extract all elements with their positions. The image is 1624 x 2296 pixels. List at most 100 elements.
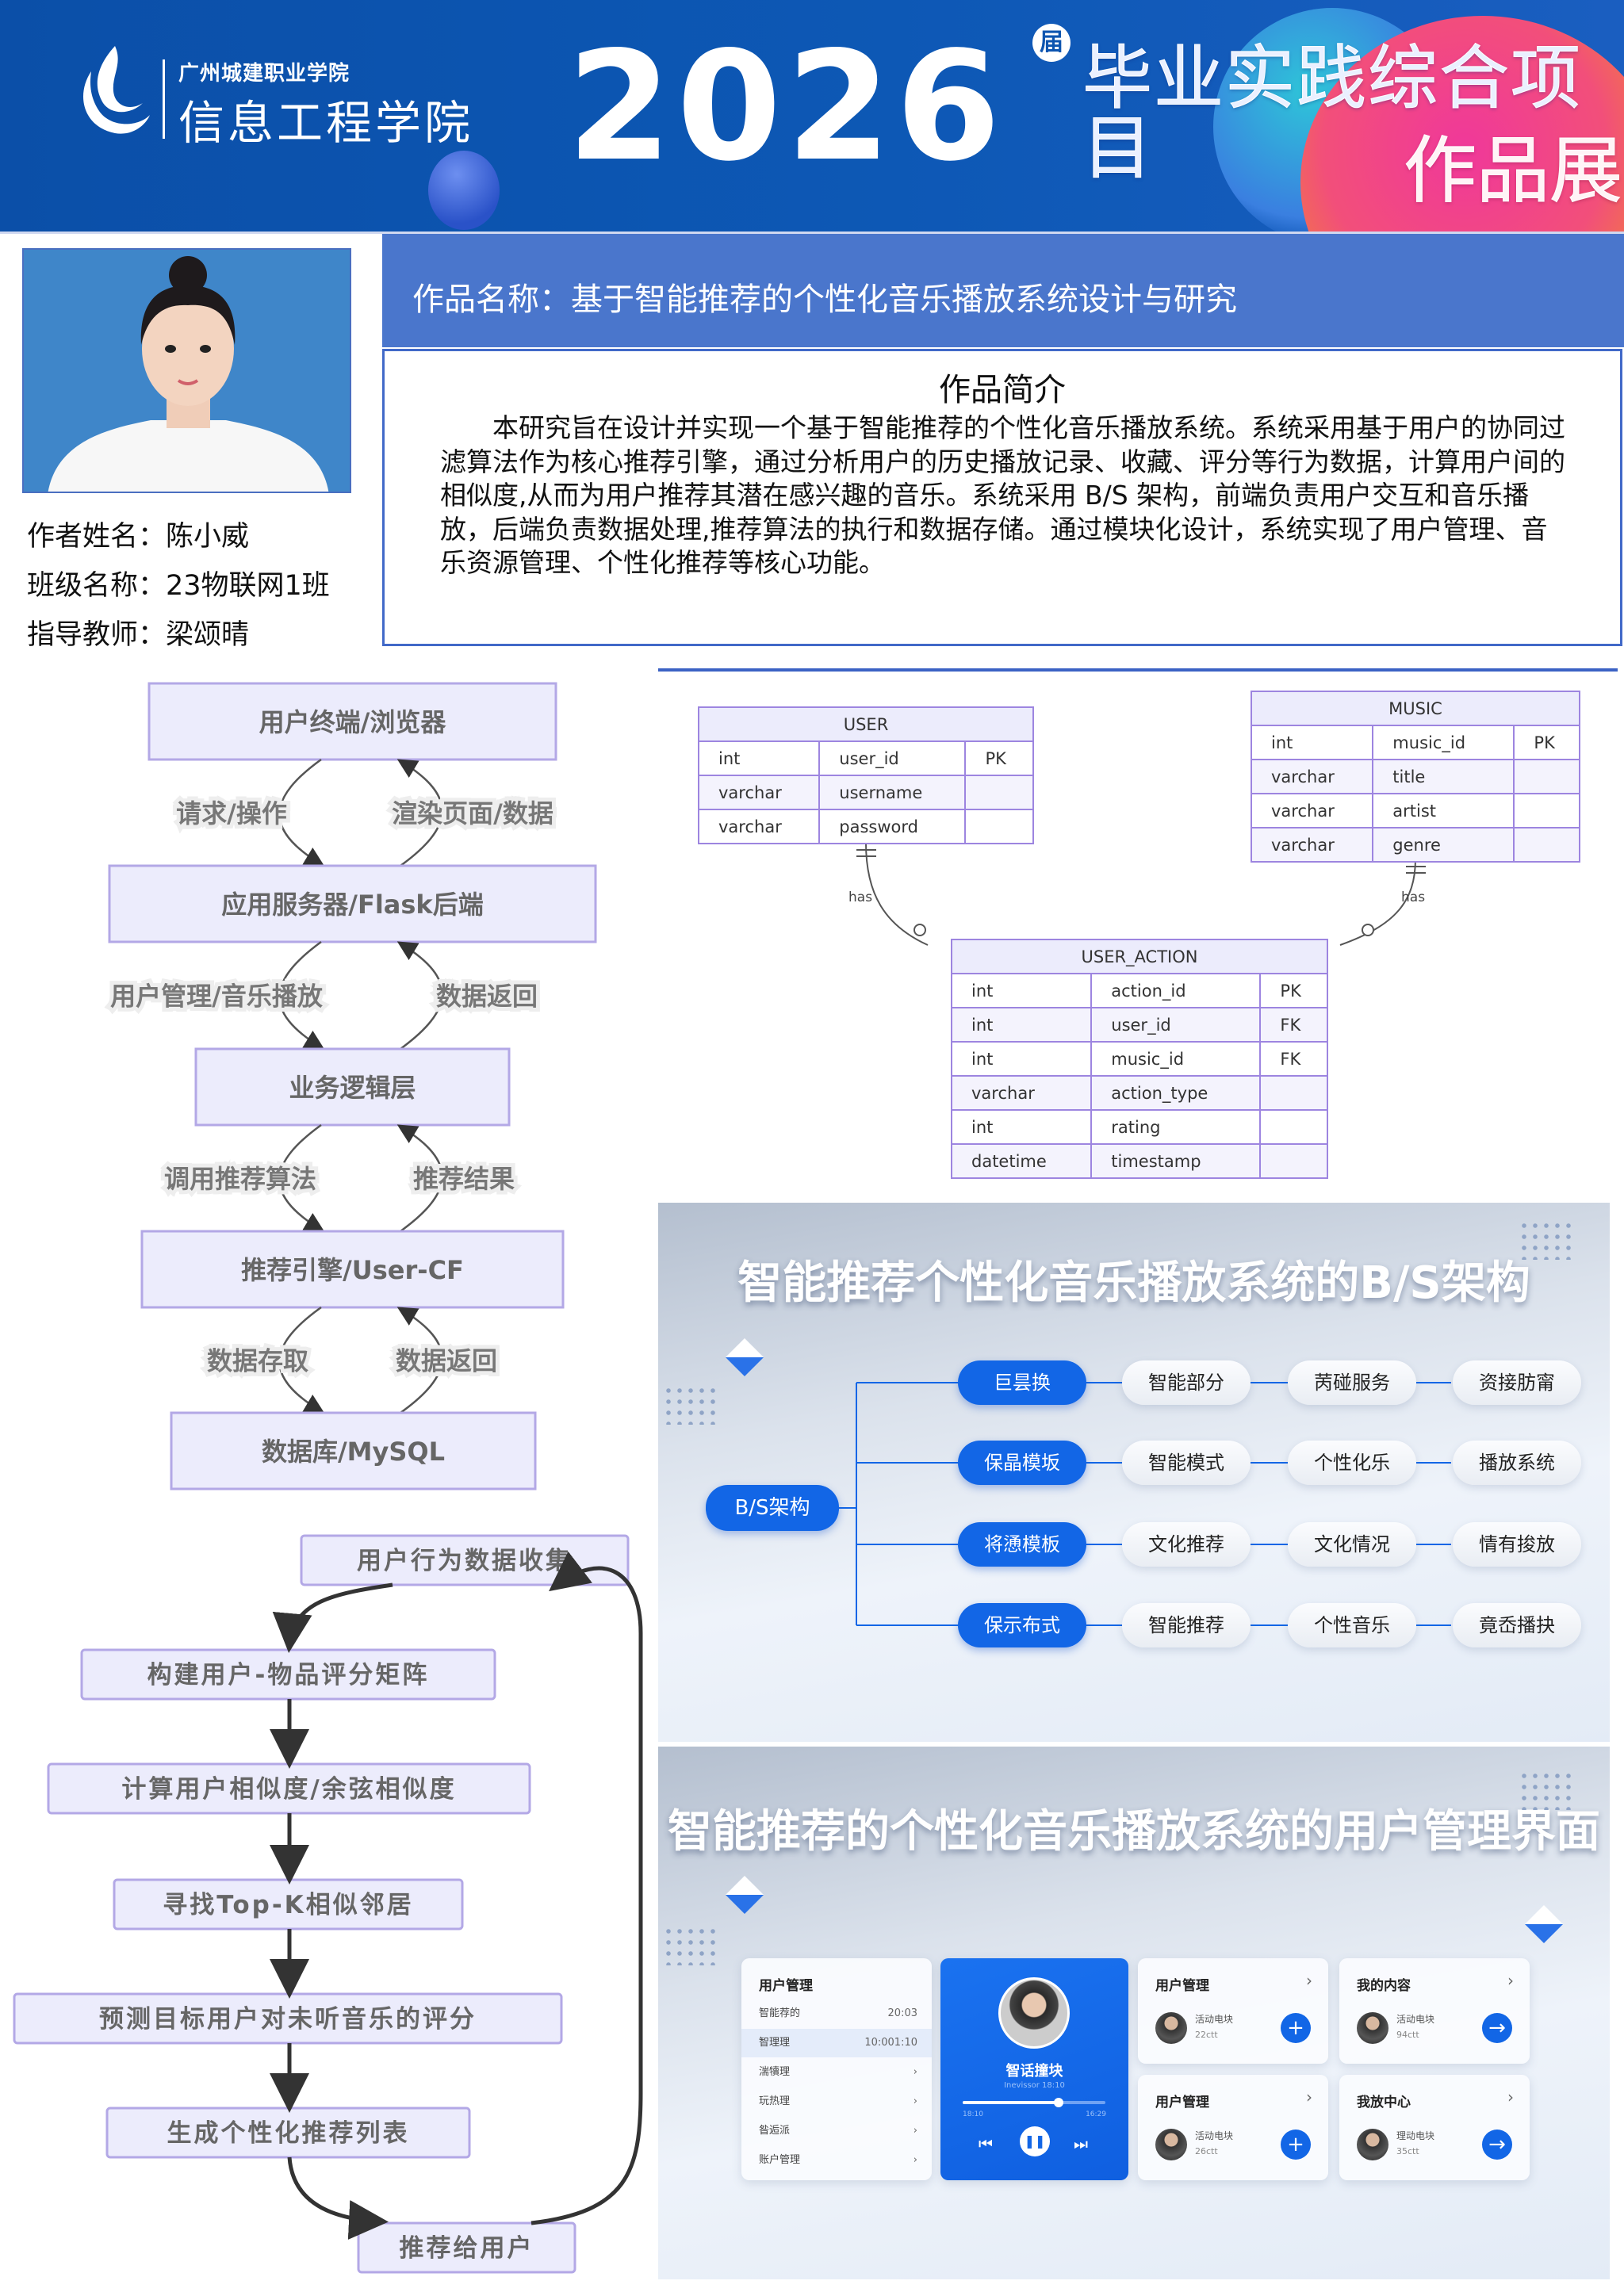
work-title-bar: 作品名称：基于智能推荐的个性化音乐播放系统设计与研究 [382, 234, 1624, 347]
er-table-name: USER [698, 706, 1034, 742]
user-avatar [1357, 2129, 1388, 2160]
relation-label: has [1401, 890, 1425, 905]
flow-node [140, 1230, 565, 1309]
menu-item-label: 昝逅派 [759, 2125, 791, 2137]
flow-node-label: 应用服务器/Flask后端 [221, 890, 483, 920]
section-divider [658, 668, 1618, 672]
bs-module-node: 智能部分 [1122, 1360, 1251, 1405]
field-type: int [1250, 725, 1374, 760]
sidebar-title: 用户管理 [759, 1978, 813, 1994]
field-name: user_id [1090, 1007, 1262, 1043]
chevron-right-icon: › [913, 2154, 917, 2166]
field-key [1259, 1109, 1328, 1145]
dot-grid-decoration [663, 1385, 718, 1425]
field-key [1513, 793, 1580, 828]
arrow-right-button[interactable]: → [1482, 2130, 1512, 2160]
bs-category-node: 将慂模板 [958, 1522, 1086, 1567]
chevron-right-icon[interactable]: › [1507, 2087, 1514, 2107]
flow-edge-label: 用户管理/音乐播放 [110, 982, 324, 1012]
flow-node [170, 1411, 537, 1490]
bs-module-node: 播放系统 [1453, 1441, 1581, 1485]
sidebar-menu-item[interactable]: 账户管理› [741, 2146, 932, 2175]
artist-avatar [998, 1977, 1070, 2049]
arrow-right-button[interactable]: → [1482, 2013, 1512, 2043]
diamond-decoration-icon [1524, 1904, 1564, 1944]
sidebar-menu-item[interactable]: 湍犢理› [741, 2058, 932, 2087]
card-user-name: 活动电块 [1195, 2014, 1234, 2025]
algorithm-step-label: 推荐给用户 [400, 2234, 534, 2263]
flow-node [147, 682, 557, 761]
field-type: varchar [697, 809, 821, 844]
ui-title: 智能推荐的个性化音乐播放系统的用户管理界面 [668, 1806, 1600, 1858]
intro-text: 本研究旨在设计并实现一个基于智能推荐的个性化音乐播放系统。系统采用基于用户的协同… [440, 412, 1565, 578]
flow-edge-label: 调用推荐算法 [164, 1164, 316, 1194]
bs-module-node: 资接肪甯 [1453, 1360, 1581, 1405]
diamond-decoration-icon [725, 1875, 764, 1915]
bs-architecture-panel: 智能推荐个性化音乐播放系统的B/S架构 B/S架构 巨昙换智能部分苪碰服务资接肪… [658, 1203, 1610, 1742]
field-type: varchar [1250, 827, 1374, 863]
chevron-right-icon[interactable]: › [1507, 1971, 1514, 1990]
flow-edge-label: 数据返回 [436, 982, 538, 1012]
flow-arrow-down [278, 758, 325, 867]
card-count: 22ctt [1195, 2030, 1218, 2040]
progress-fill [963, 2098, 1064, 2107]
field-key: PK [1259, 973, 1328, 1008]
bs-category-node: 巨昙换 [958, 1360, 1086, 1405]
er-connectors: has has [848, 842, 1426, 946]
card-title: 我放中心 [1357, 2095, 1411, 2110]
chevron-right-icon[interactable]: › [1306, 2087, 1312, 2107]
progress-slider[interactable] [963, 2098, 1105, 2107]
advisor-name: 指导教师：梁颂晴 [27, 619, 250, 651]
add-button[interactable]: + [1281, 2130, 1311, 2160]
field-type: int [950, 1041, 1093, 1077]
logo-divider [163, 59, 165, 139]
progress-thumb[interactable] [1054, 2098, 1064, 2107]
field-name: password [818, 809, 967, 844]
flow-edge-label: 数据存取 [207, 1346, 308, 1376]
flow-arrow-up [396, 941, 443, 1050]
menu-item-value: 20:03 [887, 2007, 917, 2019]
field-name: username [818, 775, 967, 810]
relation-label: has [848, 890, 872, 905]
graduation-year: 2026 [567, 19, 1005, 194]
flow-arrow [287, 2156, 389, 2240]
college-logo-icon [83, 46, 150, 134]
field-name: artist [1372, 793, 1515, 828]
previous-track-icon[interactable]: ⏮ [979, 2134, 993, 2153]
chevron-right-icon[interactable]: › [1306, 1971, 1312, 1990]
sidebar-menu-item[interactable]: 昝逅派› [741, 2117, 932, 2145]
decorative-orb [428, 151, 500, 230]
algorithm-step-label: 寻找Top-K相似邻居 [163, 1891, 413, 1919]
track-subtitle: Inevissor 18:10 [1004, 2081, 1065, 2090]
card-title: 用户管理 [1155, 2095, 1209, 2110]
exhibition-title: 毕业实践综合项目 [1082, 37, 1583, 189]
sidebar-menu-item[interactable]: 玩热理› [741, 2087, 932, 2116]
work-title: 作品名称：基于智能推荐的个性化音乐播放系统设计与研究 [412, 281, 1237, 318]
add-button[interactable]: + [1281, 2013, 1311, 2043]
er-table-name: MUSIC [1251, 691, 1580, 726]
next-track-icon[interactable]: ⏭ [1074, 2134, 1088, 2153]
flow-node-label: 用户终端/浏览器 [259, 707, 447, 737]
flow-arrow-up [396, 1307, 443, 1414]
field-key: PK [964, 740, 1034, 776]
field-type: varchar [950, 1075, 1093, 1111]
user-avatar [1155, 2129, 1187, 2160]
header-banner: 广州城建职业学院 信息工程学院 2026 届 毕业实践综合项目 作品展 [0, 0, 1624, 234]
flow-node [194, 1047, 511, 1127]
field-type: varchar [697, 775, 821, 810]
pause-button[interactable]: ❚❚ [1020, 2126, 1050, 2156]
card-user-name: 活动电块 [1396, 2014, 1435, 2025]
